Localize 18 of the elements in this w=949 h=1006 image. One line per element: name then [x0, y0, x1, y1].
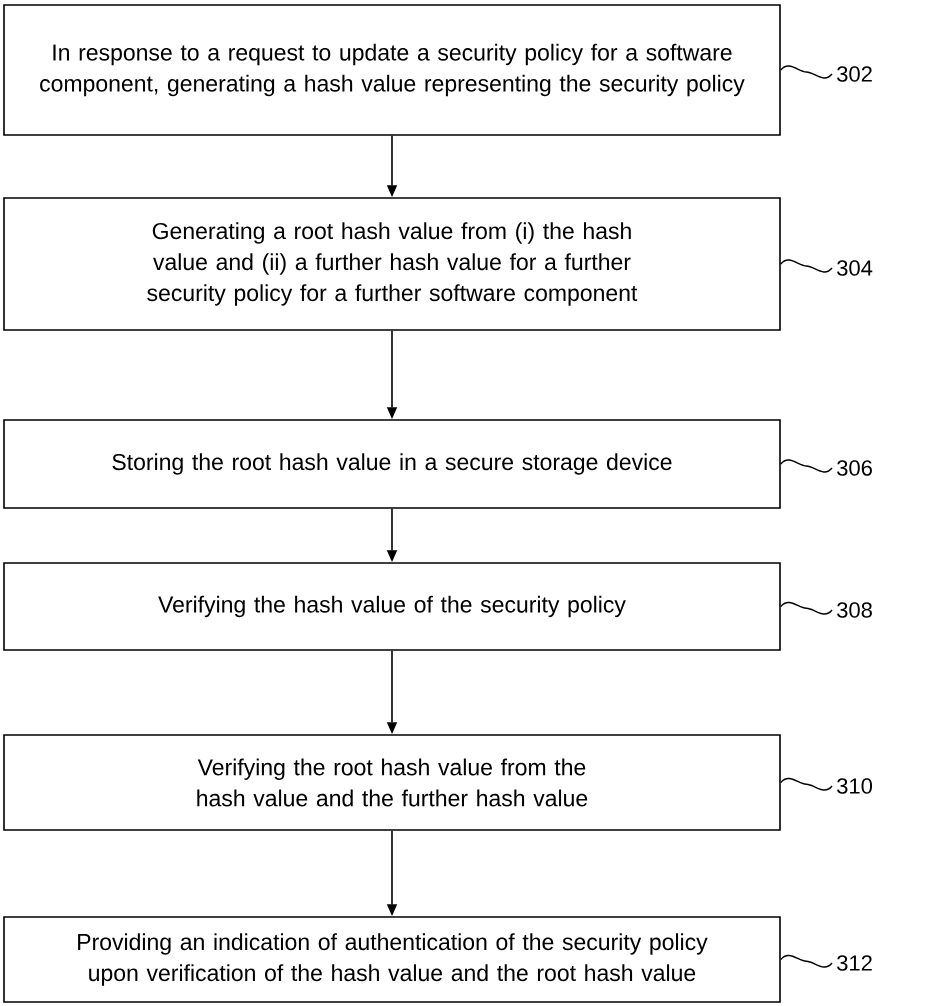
reference-number: 310: [837, 778, 873, 794]
reference-number: 304: [837, 260, 873, 276]
reference-number: 312: [837, 955, 872, 971]
process-box: Verifying the root hash value from the hash value and the further hash value: [3, 734, 781, 831]
reference-number: 308: [837, 602, 872, 618]
process-box: Providing an indication of authentication of the security policy upon verification of the hash value and the root hash value: [3, 916, 781, 1003]
leader-line: [780, 954, 833, 968]
leader-line: [780, 65, 833, 79]
leader-line: [780, 459, 833, 473]
process-box: Verifying the hash value of the security policy: [3, 562, 781, 651]
process-box: In response to a request to update a security policy for a software component, generating a hash value representing the security policy: [3, 4, 781, 136]
process-box: Storing the root hash value in a secure storage device: [3, 419, 781, 509]
leader-line: [780, 601, 833, 615]
reference-number: 302: [837, 66, 872, 82]
reference-number: 306: [837, 460, 872, 476]
leader-line: [780, 259, 833, 273]
process-box: Generating a root hash value from (i) the hash value and (ii) a further hash value for a further security policy for a further software component: [3, 197, 781, 331]
leader-line: [780, 777, 833, 791]
